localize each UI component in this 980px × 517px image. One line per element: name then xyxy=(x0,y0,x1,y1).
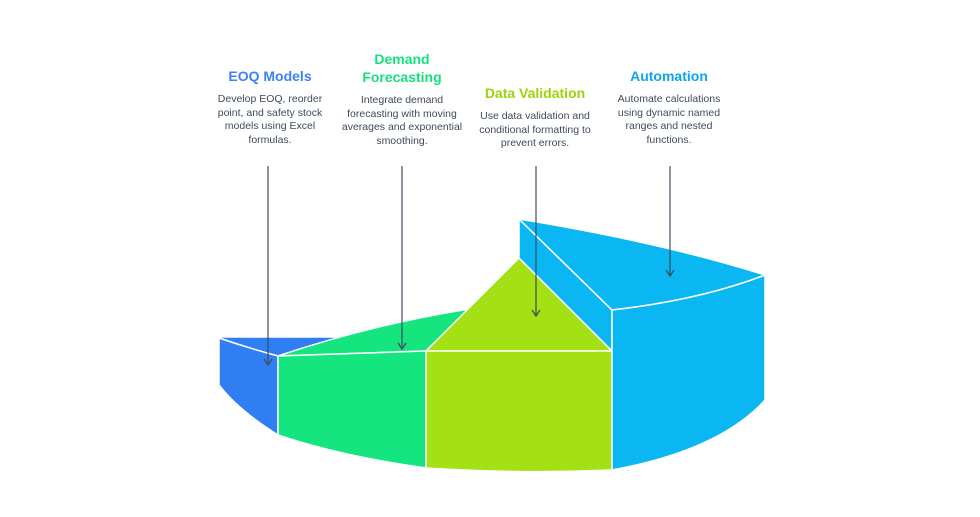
segment-validation-side xyxy=(425,350,613,473)
label-automation: Automation Automate calculations using d… xyxy=(606,67,732,147)
segment-automation xyxy=(518,218,766,471)
eoq-description: Develop EOQ, reorder point, and safety s… xyxy=(217,93,323,146)
demand-description: Integrate demand forecasting with moving… xyxy=(341,94,463,147)
label-validation: Data Validation Use data validation and … xyxy=(470,84,600,151)
label-demand: Demand Forecasting Integrate demand fore… xyxy=(338,50,466,148)
segment-validation xyxy=(425,257,613,473)
arrow-demand-head xyxy=(397,342,407,351)
arrow-validation-head xyxy=(531,309,541,318)
arrow-automation-head xyxy=(665,269,675,278)
automation-description: Automate calculations using dynamic name… xyxy=(617,93,721,146)
eoq-title: EOQ Models xyxy=(228,68,312,84)
segment-demand xyxy=(277,308,470,469)
segment-automation-side xyxy=(611,274,766,471)
segment-demand-side xyxy=(277,350,427,469)
label-eoq: EOQ Models Develop EOQ, reorder point, a… xyxy=(205,67,335,147)
automation-title: Automation xyxy=(630,68,708,84)
validation-title: Data Validation xyxy=(484,85,586,101)
arrow-eoq-head xyxy=(263,358,273,367)
validation-description: Use data validation and conditional form… xyxy=(479,110,591,149)
demand-title: Demand Forecasting xyxy=(362,51,442,85)
arrows xyxy=(263,166,675,367)
